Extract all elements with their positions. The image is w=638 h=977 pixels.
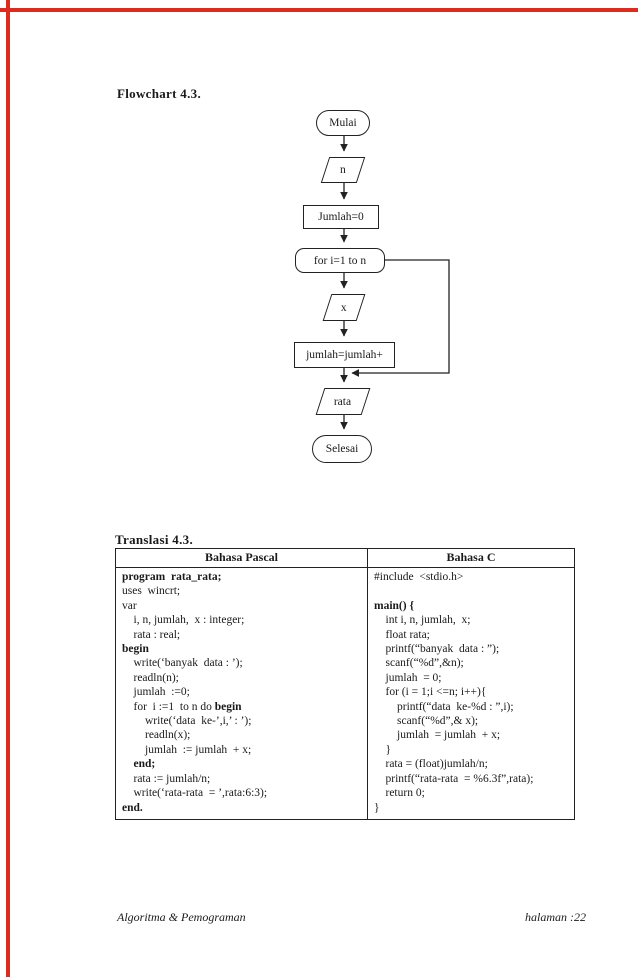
flowchart-node-loop: for i=1 to n xyxy=(295,248,385,273)
code-line: rata : real; xyxy=(122,628,181,641)
translation-title: Translasi 4.3. xyxy=(115,532,193,547)
footer-page-number: halaman :22 xyxy=(525,910,586,924)
code-line: readln(n); xyxy=(122,671,179,684)
node-label: Mulai xyxy=(329,117,357,129)
code-line: rata := jumlah/n; xyxy=(122,772,211,785)
code-line xyxy=(374,584,570,598)
code-line: int i, n, jumlah, x; xyxy=(374,614,471,627)
code-line: write(‘banyak data : ’); xyxy=(122,657,243,670)
table-header-pascal: Bahasa Pascal xyxy=(116,549,368,567)
c-code-cell: #include <stdio.h> main() { int i, n, ju… xyxy=(368,568,574,819)
code-line: return 0; xyxy=(374,787,425,800)
scan-edge-line-top xyxy=(0,8,638,12)
node-label: Jumlah=0 xyxy=(318,211,364,223)
code-line: jumlah = jumlah + x; xyxy=(374,729,501,742)
pascal-code-cell: program rata_rata;uses wincrt;var i, n, … xyxy=(116,568,368,819)
code-line: printf(“rata-rata = %6.3f”,rata); xyxy=(374,772,534,785)
code-line: for (i = 1;i <=n; i++){ xyxy=(374,686,487,699)
code-line: for i :=1 to n do begin xyxy=(122,700,242,713)
node-label: x xyxy=(341,301,347,314)
flowchart-node-input-x: x xyxy=(322,294,366,321)
code-line: float rata; xyxy=(374,628,430,641)
node-label: Selesai xyxy=(325,443,359,455)
code-line: printf(“data ke-%d : ”,i); xyxy=(374,700,514,713)
code-line: readln(x); xyxy=(122,729,191,742)
code-line: end; xyxy=(133,758,156,771)
code-line: jumlah :=0; xyxy=(122,686,190,699)
code-line: printf(“banyak data : ”); xyxy=(374,643,500,656)
flowchart-node-start: Mulai xyxy=(316,110,370,136)
code-line: #include <stdio.h> xyxy=(374,571,464,583)
footer-book-title: Algoritma & Pemograman xyxy=(117,910,246,924)
flowchart-node-output-rata: rata xyxy=(315,388,371,415)
node-label: for i=1 to n xyxy=(313,254,367,267)
code-line: } xyxy=(374,743,392,756)
node-label: jumlah=jumlah+ xyxy=(306,349,383,361)
flowchart-node-input-n: n xyxy=(320,157,366,183)
table-header-row: Bahasa Pascal Bahasa C xyxy=(116,549,574,568)
code-line: var xyxy=(122,599,137,612)
translation-table: Bahasa Pascal Bahasa C program rata_rata… xyxy=(115,548,575,820)
code-line: jumlah = 0; xyxy=(374,671,442,684)
code-line: program rata_rata; xyxy=(122,571,222,583)
code-line: rata = (float)jumlah/n; xyxy=(374,758,488,771)
node-label: rata xyxy=(334,395,352,408)
node-label: n xyxy=(340,164,346,176)
code-line: scanf(“%d”,& x); xyxy=(374,715,479,728)
flowchart-title: Flowchart 4.3. xyxy=(117,86,201,101)
code-line: begin xyxy=(122,643,149,656)
code-line: jumlah := jumlah + x; xyxy=(122,743,252,756)
flowchart-node-end: Selesai xyxy=(312,435,372,463)
table-body-row: program rata_rata;uses wincrt;var i, n, … xyxy=(116,568,574,819)
flowchart-node-init: Jumlah=0 xyxy=(303,205,379,229)
table-header-c: Bahasa C xyxy=(446,550,496,564)
code-line: } xyxy=(374,801,380,814)
code-line: scanf(“%d”,&n); xyxy=(374,657,464,670)
code-line: i, n, jumlah, x : integer; xyxy=(122,614,245,627)
code-line: main() { xyxy=(374,599,414,612)
code-line: end. xyxy=(122,801,143,814)
code-line: write(‘data ke-’,i,’ : ’); xyxy=(122,715,252,728)
code-line: write(‘rata-rata = ’,rata:6:3); xyxy=(122,787,268,800)
code-line: uses wincrt; xyxy=(122,585,181,598)
scan-edge-line-left xyxy=(6,0,10,977)
flowchart-node-sum: jumlah=jumlah+ xyxy=(294,342,395,368)
